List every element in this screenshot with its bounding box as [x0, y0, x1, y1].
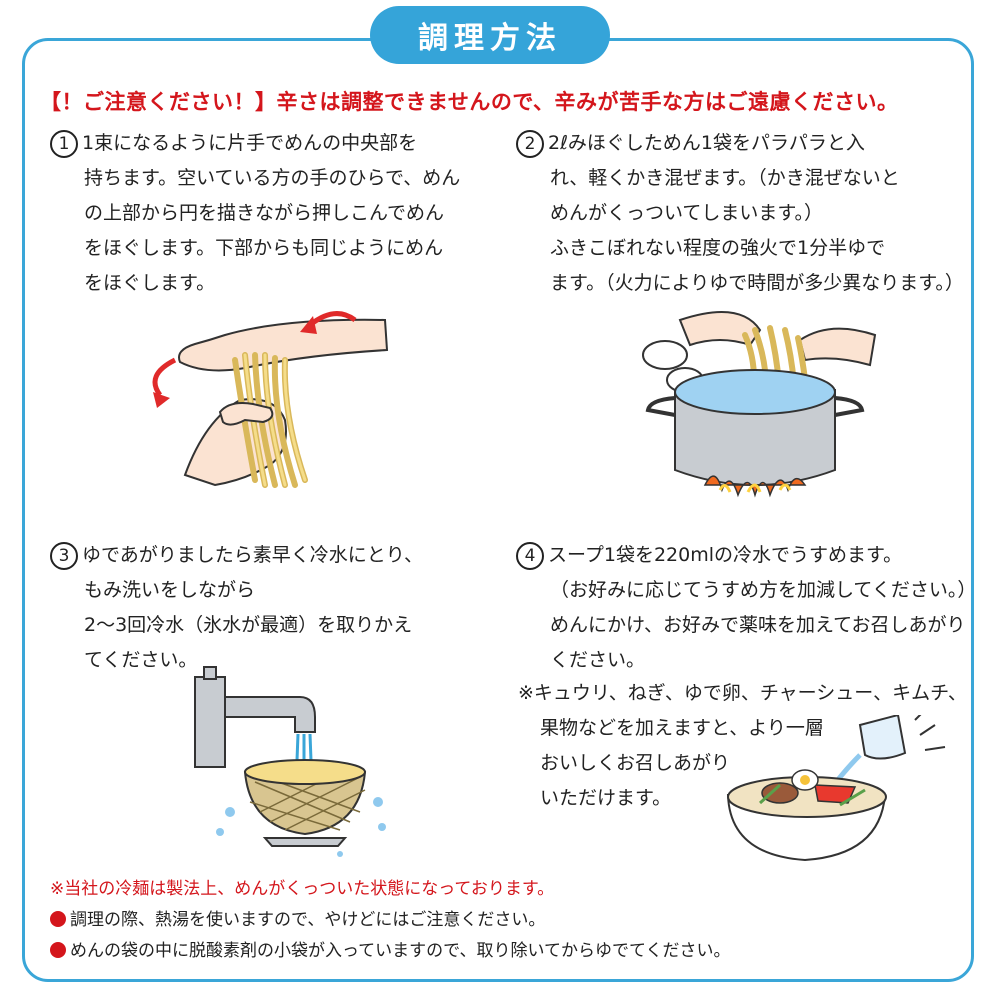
topping-note: ※キュウリ、ねぎ、ゆで卵、チャーシュー、キムチ、 果物などを加えますと、より一層…: [518, 682, 967, 809]
red-bullet-icon: [50, 942, 66, 958]
step-number-3: 3: [50, 541, 78, 570]
red-bullet-icon: [50, 911, 66, 927]
spiciness-warning: 【！ご注意ください！】辛さは調整できませんので、辛みが苦手な方はご遠慮ください。: [40, 90, 899, 114]
step-number-4: 4: [516, 541, 544, 570]
faucet-rinsing-colander-icon: [194, 666, 386, 857]
step-number-1: 1: [50, 129, 78, 158]
hands-loosening-noodles-icon: [152, 311, 389, 488]
step-number-2: 2: [516, 129, 544, 158]
pot-boiling-noodles-icon: [642, 311, 877, 498]
page-title: 調理方法: [370, 6, 610, 64]
footer-notes: ※当社の冷麺は製法上、めんがくっついた状態になっております。 調理の際、熱湯を使…: [50, 879, 731, 961]
bowl-of-cold-noodles-icon: [726, 715, 946, 862]
